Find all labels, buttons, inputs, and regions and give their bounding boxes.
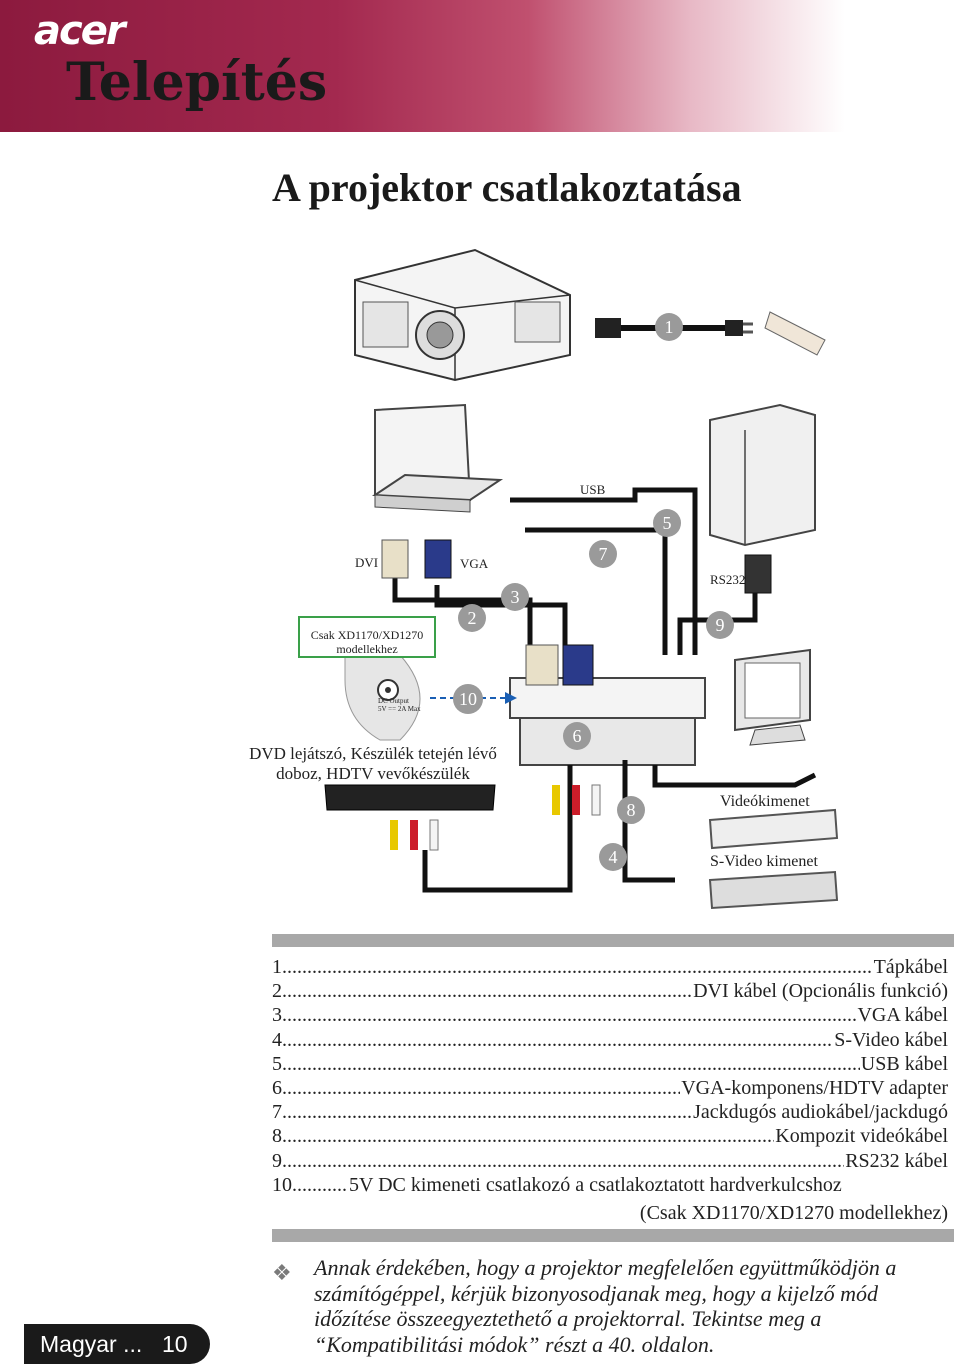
diamond-bullet-icon: ❖	[272, 1261, 292, 1286]
models-note-line-2: modellekhez	[336, 642, 397, 656]
svg-text:3: 3	[511, 587, 520, 607]
svg-text:7: 7	[599, 544, 608, 564]
page-header: acer Telepítés	[0, 0, 960, 132]
legend-item: 4S-Video kábel	[272, 1028, 948, 1052]
rs232-connector-illustration	[744, 554, 772, 594]
connection-diagram: DC Output 5V == 2A Max Csak XD1170/XD127…	[249, 248, 839, 910]
callout-6: 6	[563, 722, 591, 750]
note-text: Annak érdekében, hogy a projektor megfel…	[314, 1255, 897, 1357]
callout-2: 2	[458, 604, 486, 632]
page-footer: Magyar ... 10	[24, 1324, 210, 1364]
connector-panel-illustration	[509, 677, 706, 766]
callout-4: 4	[599, 843, 627, 871]
legend-item: 7Jackdugós audiokábel/jackdugó	[272, 1100, 948, 1124]
dvi-label: DVI	[355, 555, 378, 570]
vcr-illustration	[708, 808, 839, 910]
dvi-connector-illustration	[381, 539, 559, 686]
usb-label: USB	[580, 482, 606, 497]
svg-text:5: 5	[663, 513, 672, 533]
vga-connector-illustration	[424, 539, 594, 686]
callout-5: 5	[653, 509, 681, 537]
page-title: A projektor csatlakoztatása	[272, 165, 742, 210]
rca-connectors-illustration	[390, 784, 601, 851]
desktop-pc-illustration	[709, 403, 816, 547]
vga-label: VGA	[460, 556, 489, 571]
legend-models-note: (Csak XD1170/XD1270 modellekhez)	[639, 1201, 948, 1224]
video-out-label: Videókimenet	[720, 793, 810, 810]
dvd-player-illustration	[324, 784, 496, 811]
svg-text:9: 9	[716, 615, 725, 635]
dvd-label-line-2: doboz, HDTV vevőkészülék	[276, 764, 470, 783]
laptop-illustration	[371, 403, 504, 513]
callout-10: 10	[453, 684, 483, 714]
legend-top-divider	[272, 934, 954, 947]
legend-item: 9RS232 kábel	[272, 1149, 948, 1173]
callout-9: 9	[706, 611, 734, 639]
dc-output-spec: 5V == 2A Max	[378, 705, 421, 713]
callout-8: 8	[617, 796, 645, 824]
svg-text:10: 10	[459, 689, 477, 709]
page-number: 10	[162, 1331, 188, 1357]
power-strip-illustration	[764, 311, 826, 356]
svg-text:4: 4	[609, 847, 618, 867]
footer-language: Magyar ...	[40, 1331, 143, 1357]
callout-1: 1	[655, 313, 683, 341]
svg-text:6: 6	[573, 726, 582, 746]
svg-text:8: 8	[627, 800, 636, 820]
legend-item: 6VGA-komponens/HDTV adapter	[272, 1076, 948, 1100]
rs232-label: RS232	[710, 572, 745, 587]
dvd-label-line-1: DVD lejátszó, Készülék tetején lévő	[249, 744, 497, 763]
cable-legend: 1Tápkábel 2DVI kábel (Opcionális funkció…	[272, 955, 948, 1225]
models-note-line-1: Csak XD1170/XD1270	[311, 628, 424, 642]
legend-bottom-divider	[272, 1229, 954, 1242]
legend-item: 2DVI kábel (Opcionális funkció)	[272, 979, 948, 1003]
projector-illustration	[354, 248, 571, 382]
models-note-box: Csak XD1170/XD1270 modellekhez	[298, 616, 436, 658]
callout-7: 7	[589, 540, 617, 568]
dc-output-inset: DC Output 5V == 2A Max	[344, 654, 517, 741]
monitor-illustration	[734, 648, 811, 746]
svg-text:2: 2	[468, 608, 477, 628]
legend-item: 3VGA kábel	[272, 1003, 948, 1027]
callout-3: 3	[501, 583, 529, 611]
svg-text:1: 1	[665, 317, 674, 337]
legend-item: 8Kompozit videókábel	[272, 1124, 948, 1148]
svideo-out-label: S-Video kimenet	[710, 853, 818, 870]
legend-item: 5USB kábel	[272, 1052, 948, 1076]
legend-item: 1Tápkábel	[272, 955, 948, 979]
legend-item: 105V DC kimeneti csatlakozó a csatlakozt…	[272, 1173, 948, 1197]
dc-output-label: DC Output	[378, 697, 409, 705]
acer-logo: acer	[34, 8, 126, 54]
section-title: Telepítés	[66, 52, 328, 113]
